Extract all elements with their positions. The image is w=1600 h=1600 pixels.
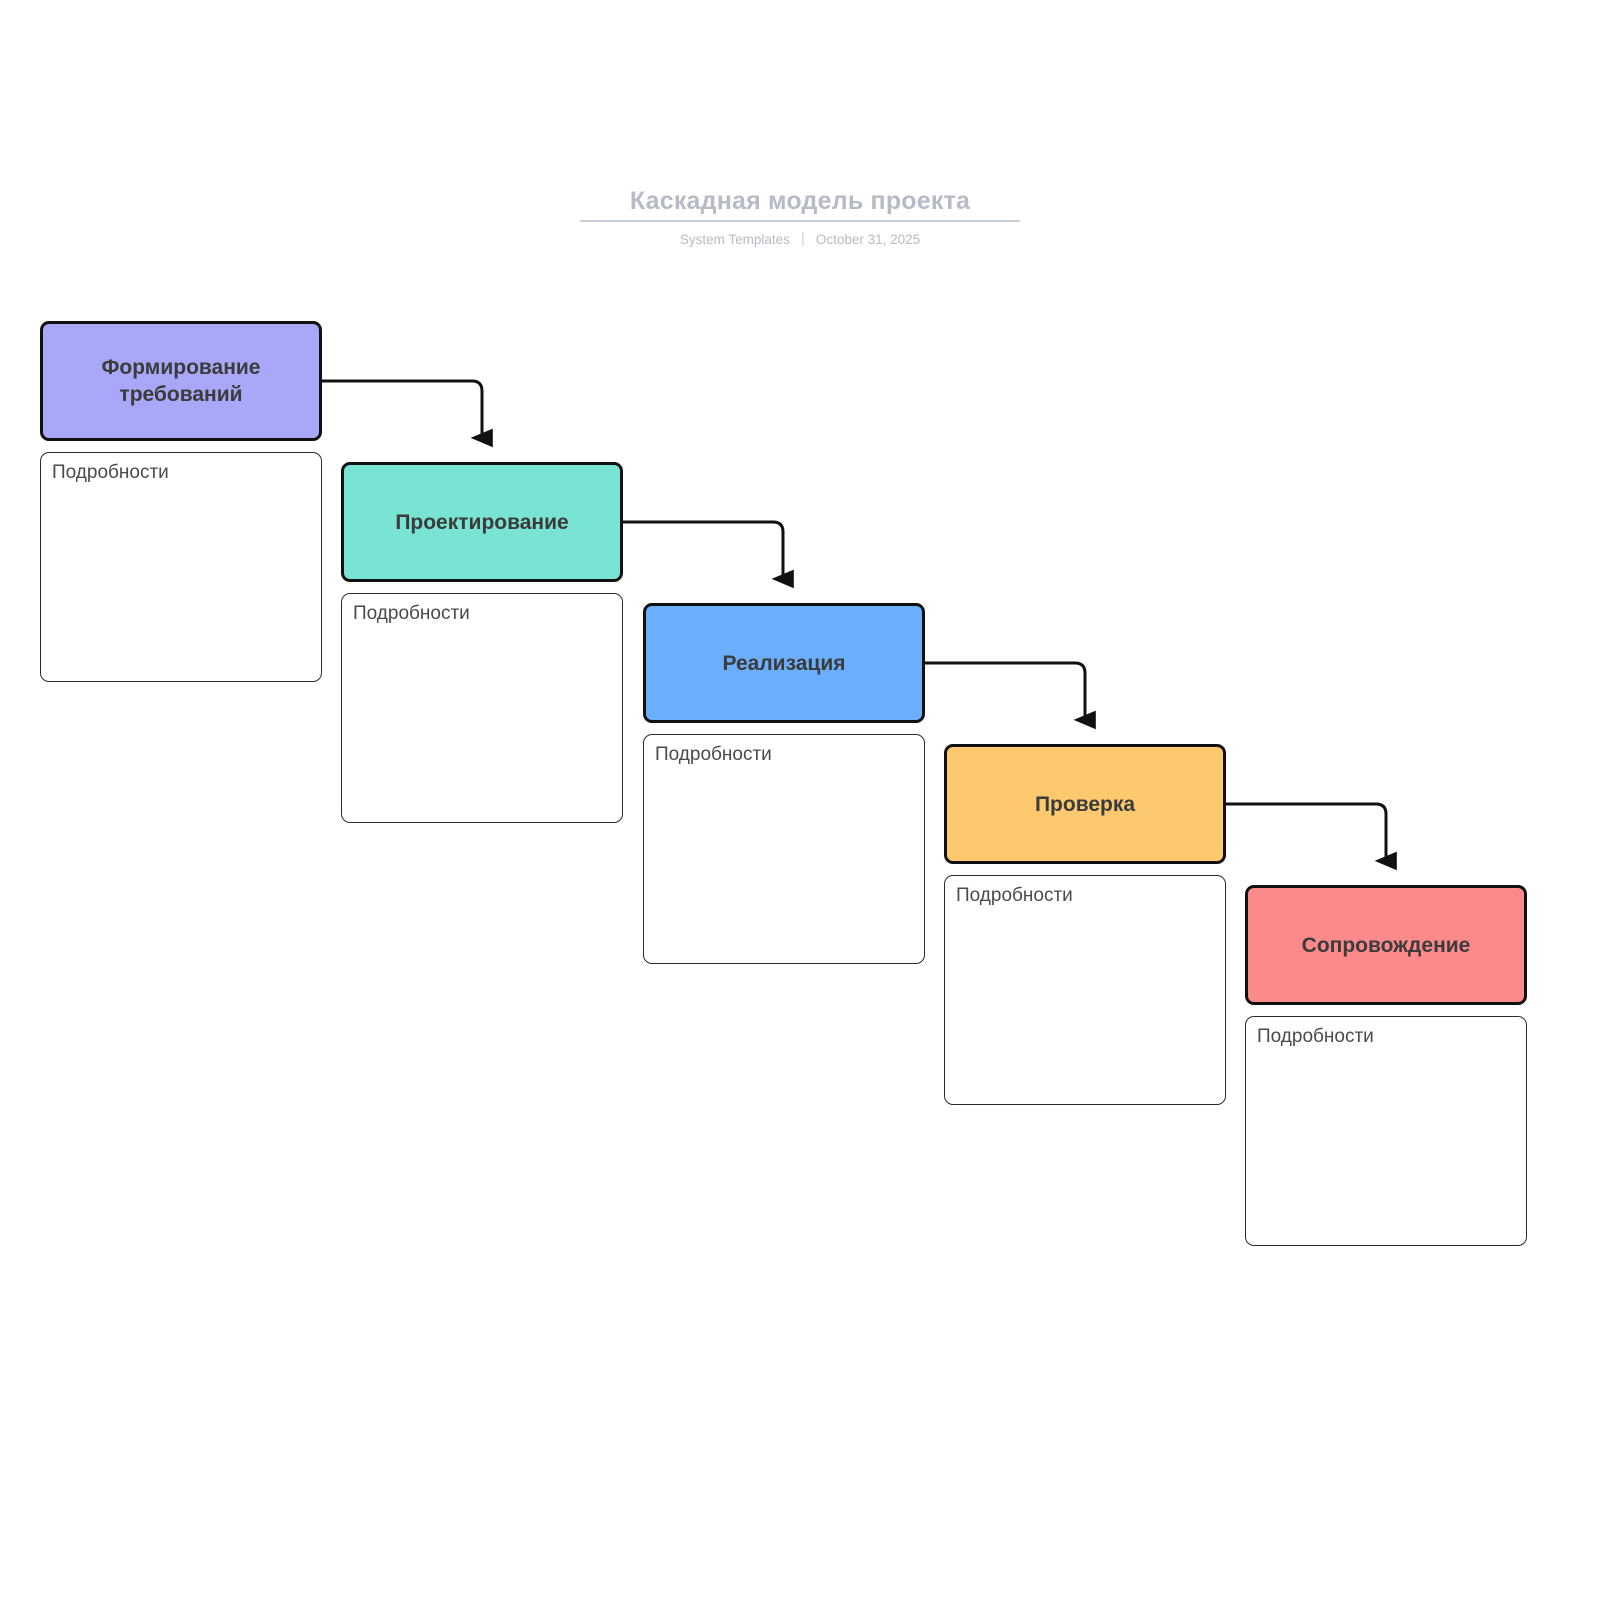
stage-label-verification: Проверка (1034, 792, 1136, 816)
title-divider (580, 220, 1020, 222)
stage-box-maintenance[interactable]: Сопровождение (1245, 885, 1527, 1005)
connector-design-implementation (623, 520, 794, 589)
stage-box-verification[interactable]: Проверка (944, 744, 1226, 864)
detail-placeholder-verification: Подробности (956, 885, 1073, 906)
connector-implementation-verification (925, 661, 1096, 730)
stage-box-requirements[interactable]: Формирование требований (40, 321, 322, 441)
subtitle-source: System Templates (679, 232, 790, 247)
document-subtitle: System Templates | October 31, 2025 (0, 230, 1600, 248)
stage-box-design[interactable]: Проектирование (341, 462, 623, 582)
stage-box-implementation[interactable]: Реализация (643, 603, 925, 723)
stage-label-requirements: Формирование требований (101, 356, 261, 406)
connector-verification-maintenance (1226, 802, 1397, 871)
detail-placeholder-maintenance: Подробности (1257, 1026, 1374, 1047)
subtitle-date: October 31, 2025 (815, 232, 921, 247)
detail-box-design[interactable]: Подробности (341, 593, 623, 823)
detail-box-implementation[interactable]: Подробности (643, 734, 925, 964)
detail-placeholder-design: Подробности (353, 603, 470, 624)
detail-box-verification[interactable]: Подробности (944, 875, 1226, 1105)
stage-label-maintenance: Сопровождение (1301, 933, 1471, 957)
detail-placeholder-requirements: Подробности (52, 462, 169, 483)
document-header: Каскадная модель проекта System Template… (0, 186, 1600, 248)
detail-placeholder-implementation: Подробности (655, 744, 772, 765)
detail-box-maintenance[interactable]: Подробности (1245, 1016, 1527, 1246)
stage-label-design: Проектирование (395, 510, 569, 534)
subtitle-separator: | (800, 230, 805, 247)
page-title: Каскадная модель проекта (629, 187, 971, 215)
stage-label-implementation: Реализация (722, 651, 846, 675)
detail-box-requirements[interactable]: Подробности (40, 452, 322, 682)
connector-requirements-design (322, 379, 493, 448)
